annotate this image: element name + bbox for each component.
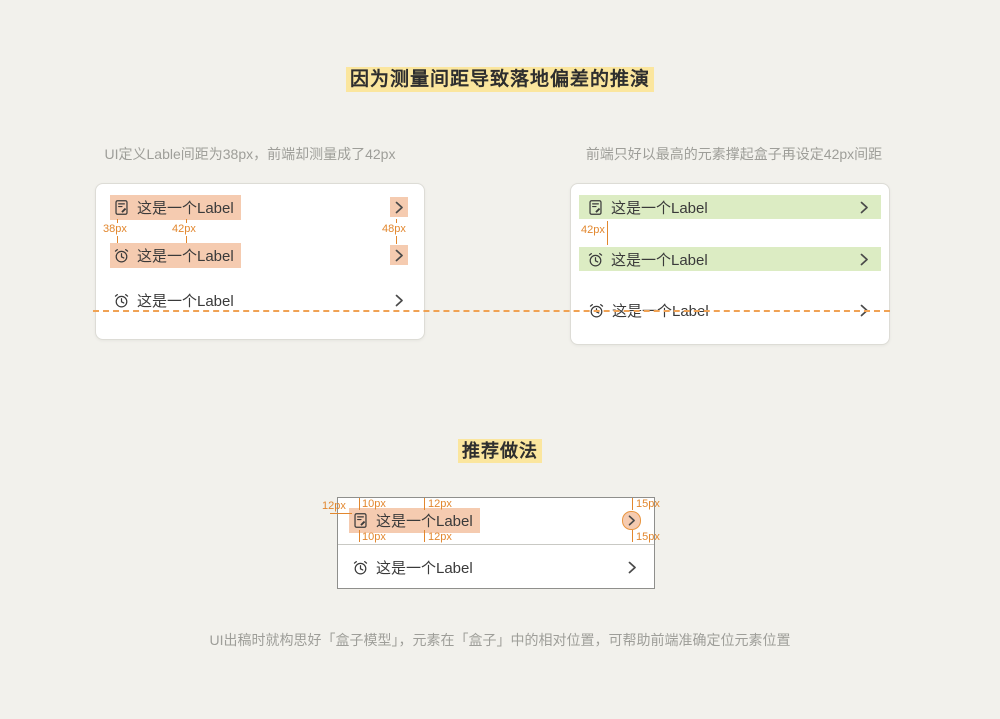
measure-tick <box>186 236 187 244</box>
measurement-label: 12px <box>428 531 452 543</box>
measure-tick <box>117 219 118 223</box>
alarm-icon <box>113 292 130 309</box>
left-example-card: 这是一个Label 38px 42px 48px <box>95 183 425 340</box>
list-item-label: 这是一个Label <box>137 292 234 310</box>
list-item-label: 这是一个Label <box>611 199 708 217</box>
chevron-right-icon[interactable] <box>855 249 873 269</box>
chevron-right-icon[interactable] <box>390 245 408 265</box>
list-item-content: 这是一个Label <box>349 555 480 580</box>
measure-tick <box>632 498 633 510</box>
file-edit-icon <box>113 199 130 216</box>
measure-tick <box>117 236 118 244</box>
measurement-label: 42px <box>581 224 605 236</box>
list-item-content: 这是一个Label <box>349 507 480 533</box>
chevron-right-icon[interactable] <box>855 197 873 217</box>
left-caption: UI定义Lable间距为38px，前端却测量成了42px <box>104 146 396 162</box>
measure-tick <box>396 219 397 223</box>
measure-tick <box>359 530 360 542</box>
list-item[interactable]: 这是一个Label <box>579 247 881 271</box>
measure-tick <box>424 530 425 542</box>
measurement-label: 38px <box>103 223 127 235</box>
measure-tick <box>607 221 608 245</box>
list-item[interactable]: 这是一个Label <box>110 289 408 311</box>
alarm-icon <box>587 251 604 268</box>
measure-tick <box>396 236 397 244</box>
list-item[interactable]: 这是一个Label <box>349 507 641 533</box>
measurement-label: 10px <box>362 498 386 510</box>
right-caption: 前端只好以最高的元素撑起盒子再设定42px间距 <box>585 146 883 162</box>
divider <box>338 544 654 545</box>
list-item[interactable]: 这是一个Label <box>110 194 408 220</box>
list-item[interactable]: 这是一个Label <box>579 195 881 219</box>
list-item-content: 这是一个Label <box>587 249 708 270</box>
list-item-label: 这是一个Label <box>611 251 708 269</box>
measurement-label: 15px <box>636 531 660 543</box>
section-title-text: 推荐做法 <box>458 439 542 463</box>
footer-caption: UI出稿时就构思好「盒子模型」，元素在「盒子」中的相对位置，可帮助前端准确定位元… <box>209 632 791 648</box>
baseline-dashed-line <box>93 310 890 312</box>
list-item-label: 这是一个Label <box>137 199 234 217</box>
alarm-icon <box>113 247 130 264</box>
file-edit-icon <box>587 199 604 216</box>
section-title: 推荐做法 <box>0 437 1000 463</box>
chevron-right-icon[interactable] <box>623 557 641 577</box>
list-item[interactable]: 这是一个Label <box>110 242 408 268</box>
list-item-label: 这是一个Label <box>376 512 473 530</box>
alarm-icon <box>352 559 369 576</box>
list-item-content: 这是一个Label <box>110 288 241 313</box>
measurement-label: 42px <box>172 223 196 235</box>
file-edit-icon <box>352 512 369 529</box>
measure-tick <box>632 530 633 542</box>
page-title-text: 因为测量间距导致落地偏差的推演 <box>345 67 654 92</box>
right-example-card: 这是一个Label 42px 这是一个Label <box>570 183 890 345</box>
measurement-label: 15px <box>636 498 660 510</box>
chevron-right-icon[interactable] <box>622 510 641 530</box>
measure-tick <box>186 219 187 223</box>
page-title: 因为测量间距导致落地偏差的推演 <box>0 64 1000 92</box>
chevron-right-icon[interactable] <box>390 197 408 217</box>
list-item[interactable]: 这是一个Label <box>349 556 641 578</box>
list-item-content: 这是一个Label <box>110 194 241 220</box>
recommended-box: 这是一个Label 这是一个Label <box>337 497 655 589</box>
measure-tick <box>424 498 425 510</box>
list-item-content: 这是一个Label <box>110 242 241 268</box>
measurement-label: 48px <box>382 223 406 235</box>
list-item-label: 这是一个Label <box>137 247 234 265</box>
measure-tick <box>359 498 360 510</box>
measurement-label: 12px <box>322 500 346 512</box>
measurement-label: 10px <box>362 531 386 543</box>
chevron-right-icon[interactable] <box>390 290 408 310</box>
measure-tick <box>330 513 352 514</box>
list-item-label: 这是一个Label <box>376 559 473 577</box>
measurement-label: 12px <box>428 498 452 510</box>
list-item-content: 这是一个Label <box>587 197 708 218</box>
